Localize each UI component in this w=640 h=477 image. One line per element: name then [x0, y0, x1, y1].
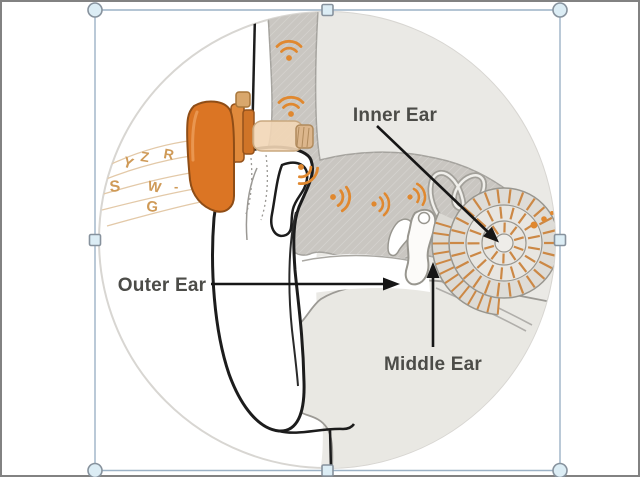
inner-ear-arrow	[376, 125, 490, 234]
resize-handle-middle-left[interactable]	[88, 233, 102, 247]
resize-handle-middle-right[interactable]	[553, 233, 567, 247]
earmold-tip-hatch	[296, 126, 310, 148]
letter: R	[162, 145, 175, 163]
resize-handle-top-left[interactable]	[87, 2, 103, 18]
pinna-inner-line	[288, 211, 299, 387]
middle-ear-label: Middle Ear	[384, 354, 482, 375]
outer-ear-label: Outer Ear	[118, 275, 207, 296]
letter: W	[146, 177, 163, 196]
neck-line	[328, 428, 333, 471]
hearing-aid-knob	[235, 91, 251, 108]
resize-handle-top-center[interactable]	[321, 3, 334, 17]
chin-line	[278, 423, 356, 434]
letter: S	[109, 178, 121, 196]
hearing-aid	[186, 91, 314, 221]
annotations: Inner Ear Outer Ear Middle Ear	[118, 105, 499, 375]
letter: -	[174, 179, 178, 194]
floating-letters: Y Z R S W - G	[109, 145, 178, 216]
cochlea	[431, 187, 555, 316]
outer-ear-arrowhead	[383, 277, 400, 291]
resize-handle-bottom-center[interactable]	[321, 464, 334, 477]
pinna-inner-line2	[245, 167, 258, 241]
selection-frame	[87, 2, 568, 477]
middle-ear-arrowhead	[426, 262, 440, 278]
resize-handle-top-right[interactable]	[552, 2, 568, 18]
inner-ear-arrowhead	[482, 226, 499, 243]
earmold-dotted-outline	[245, 154, 269, 221]
ossicles	[387, 208, 437, 286]
hearing-aid-highlight	[191, 110, 199, 162]
letter: Y	[121, 154, 136, 173]
sound-dots	[530, 211, 554, 229]
resize-handle-bottom-right[interactable]	[552, 462, 568, 477]
inner-ear-label: Inner Ear	[353, 105, 438, 126]
letter: Z	[140, 148, 151, 165]
resize-handle-bottom-left[interactable]	[87, 462, 103, 477]
letter: G	[146, 198, 159, 216]
label-arrows	[211, 125, 499, 347]
hearing-aid-body	[186, 100, 235, 213]
